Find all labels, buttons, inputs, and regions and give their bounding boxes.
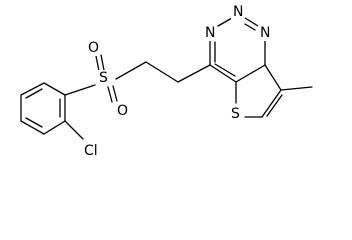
bond-c4a-c4-double: [214, 63, 236, 77]
bond-c7-c7a: [264, 64, 282, 91]
atom-cl: Cl: [84, 143, 98, 159]
bond-benz-inner-2: [25, 117, 43, 128]
bond-ch2-ch2: [145, 61, 179, 83]
bond-s-ch2: [115, 61, 147, 80]
atom-n-upper: N: [233, 4, 243, 20]
bond-c6-c7-double: [266, 94, 283, 117]
bond-benz-c2-c3: [20, 82, 45, 96]
atom-labels: N N N S O O S Cl: [83, 4, 272, 159]
bond-s-o-upper-a: [95, 55, 100, 72]
bond-c4a-c4: [209, 64, 237, 83]
bond-benz-c1-c2: [43, 82, 66, 96]
bond-s-o-lower-a: [107, 86, 113, 103]
atom-n-right: N: [260, 25, 270, 41]
atom-s-sulfonyl: S: [99, 70, 108, 86]
bond-c2-n1-double: [244, 23, 256, 31]
bond-benz-c4-c5: [20, 120, 45, 135]
bond-c7-methyl: [280, 86, 313, 91]
molecule-structure: N N N S O O S Cl: [20, 4, 313, 159]
atom-o-lower: O: [117, 103, 128, 119]
bond-s-o-upper-b: [100, 54, 105, 71]
bond-benz-inner-1: [25, 88, 43, 99]
bond-n3-c2: [217, 17, 233, 27]
bonds: [20, 17, 313, 140]
bond-c7a-c4a: [235, 64, 266, 83]
bond-benz-c5-c6: [43, 120, 66, 135]
bond-aryl-sulfonyl: [64, 84, 96, 96]
atom-o-upper: O: [88, 40, 99, 56]
bond-c-cl: [64, 120, 84, 140]
bond-ch2-c4: [177, 64, 211, 83]
bond-s-o-lower-b: [112, 85, 118, 102]
atom-s-thiophene: S: [231, 106, 240, 122]
bond-c6-c7: [261, 89, 282, 118]
bond-c2-n1: [244, 17, 259, 27]
atom-n-top: N: [205, 25, 215, 41]
structure-canvas: N N N S O O S Cl: [20, 4, 313, 159]
